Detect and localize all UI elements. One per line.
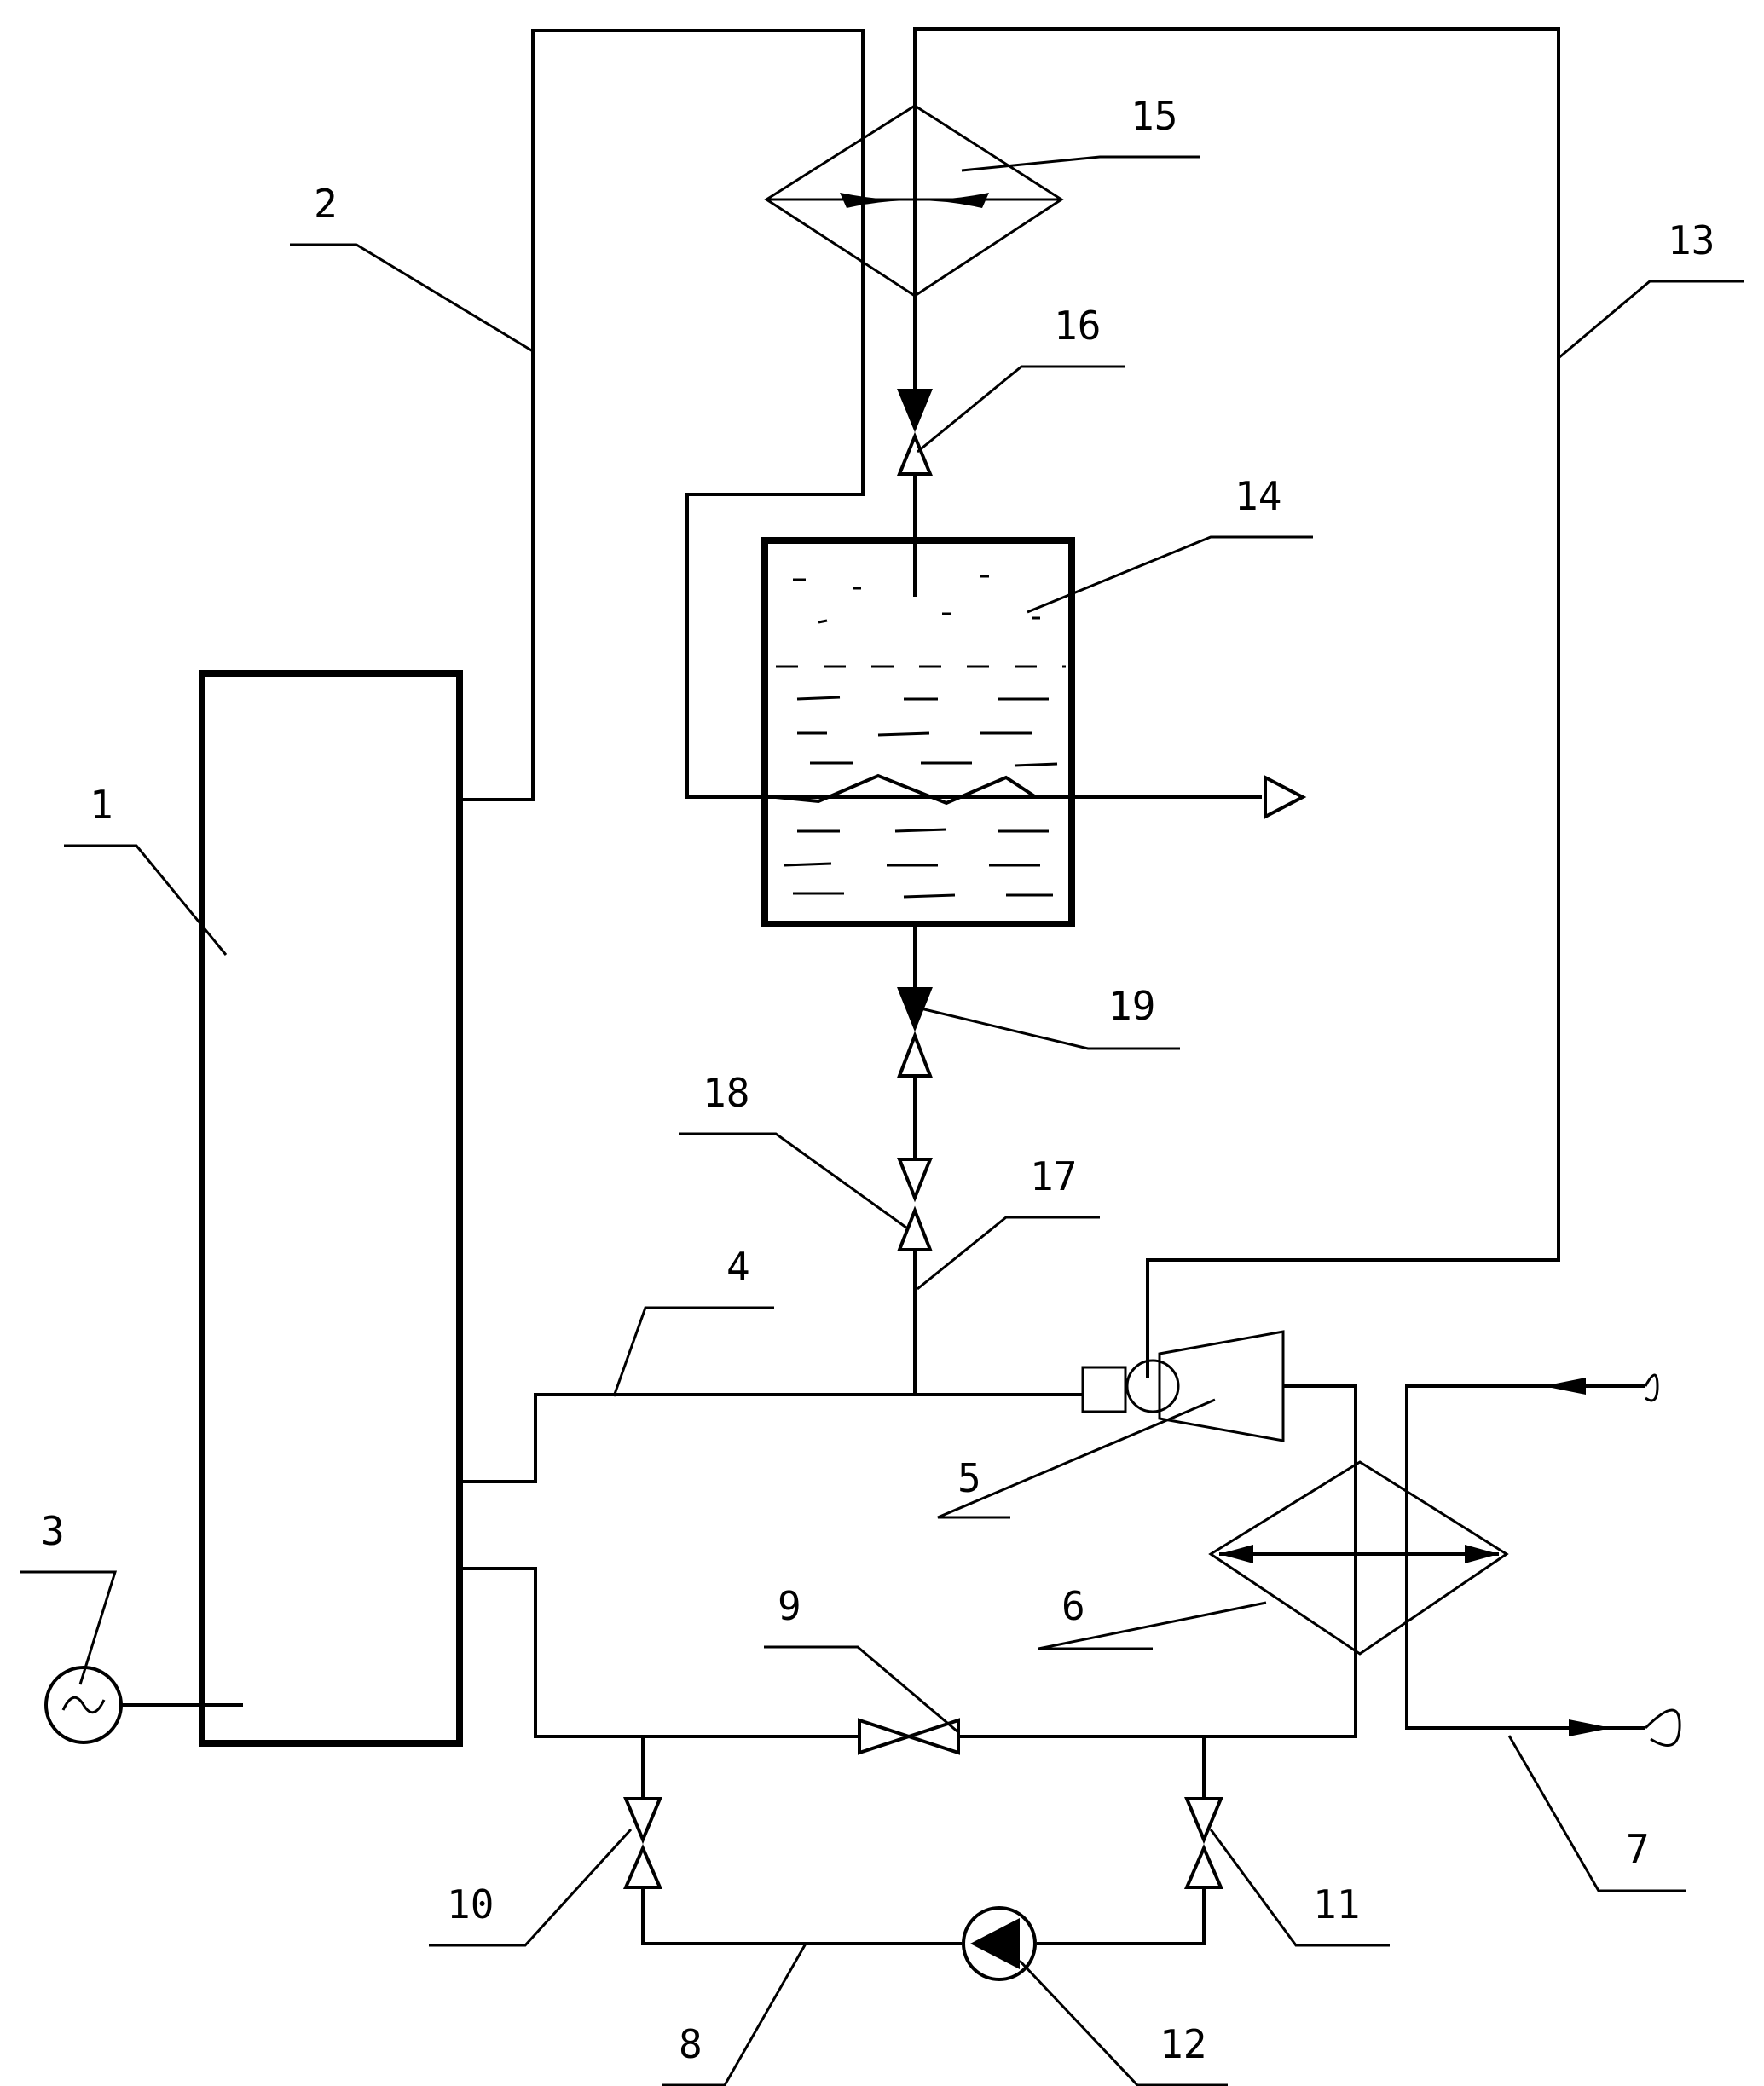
label-15: 15 [1131,93,1177,139]
label-19: 19 [1108,983,1155,1029]
label-17: 17 [1030,1153,1077,1199]
pipe-4 [460,1395,1083,1482]
outflow-arrow [1569,1719,1611,1736]
valve-11-bottom [1187,1848,1221,1887]
valve-19-top [899,989,930,1027]
component-1-vessel [202,673,460,1743]
inflow-arrow [1543,1378,1586,1395]
label-11: 11 [1313,1881,1360,1927]
tank-coil [687,776,1262,803]
label-16: 16 [1054,303,1101,349]
label-3: 3 [41,1508,65,1554]
valve-16-bottom [899,436,930,474]
valve-16-top [899,390,930,428]
label-13: 13 [1668,217,1715,263]
label-5: 5 [957,1455,981,1501]
valve-11-top [1187,1799,1221,1840]
label-14: 14 [1235,473,1281,519]
valve-10-top [626,1799,660,1840]
valve-10-bottom [626,1848,660,1887]
label-4: 4 [726,1244,750,1290]
valve-9-left [859,1720,909,1753]
tank-liquid-marks [784,576,1057,897]
ejector-5-chamber [1127,1361,1178,1412]
label-9: 9 [778,1583,801,1629]
generator-3-symbol [63,1697,104,1712]
pump-12-symbol [970,1918,1020,1969]
heat-exchanger-6 [1211,1462,1507,1654]
label-2: 2 [314,181,338,227]
pipe-7 [1407,1386,1645,1728]
label-1: 1 [90,782,113,828]
ejector-5-nozzle [1083,1367,1125,1412]
valve-18-bottom [899,1211,930,1250]
pipe-2 [460,31,1194,800]
leader-lines [20,157,1744,2085]
label-6: 6 [1061,1583,1085,1629]
label-12: 12 [1160,2021,1206,2067]
label-8: 8 [679,2021,703,2067]
label-18: 18 [703,1070,749,1116]
label-7: 7 [1626,1826,1650,1872]
valve-19-bottom [899,1036,930,1076]
label-10: 10 [447,1881,494,1927]
outlet-arrow [1265,777,1303,817]
valve-18-top [899,1159,930,1198]
